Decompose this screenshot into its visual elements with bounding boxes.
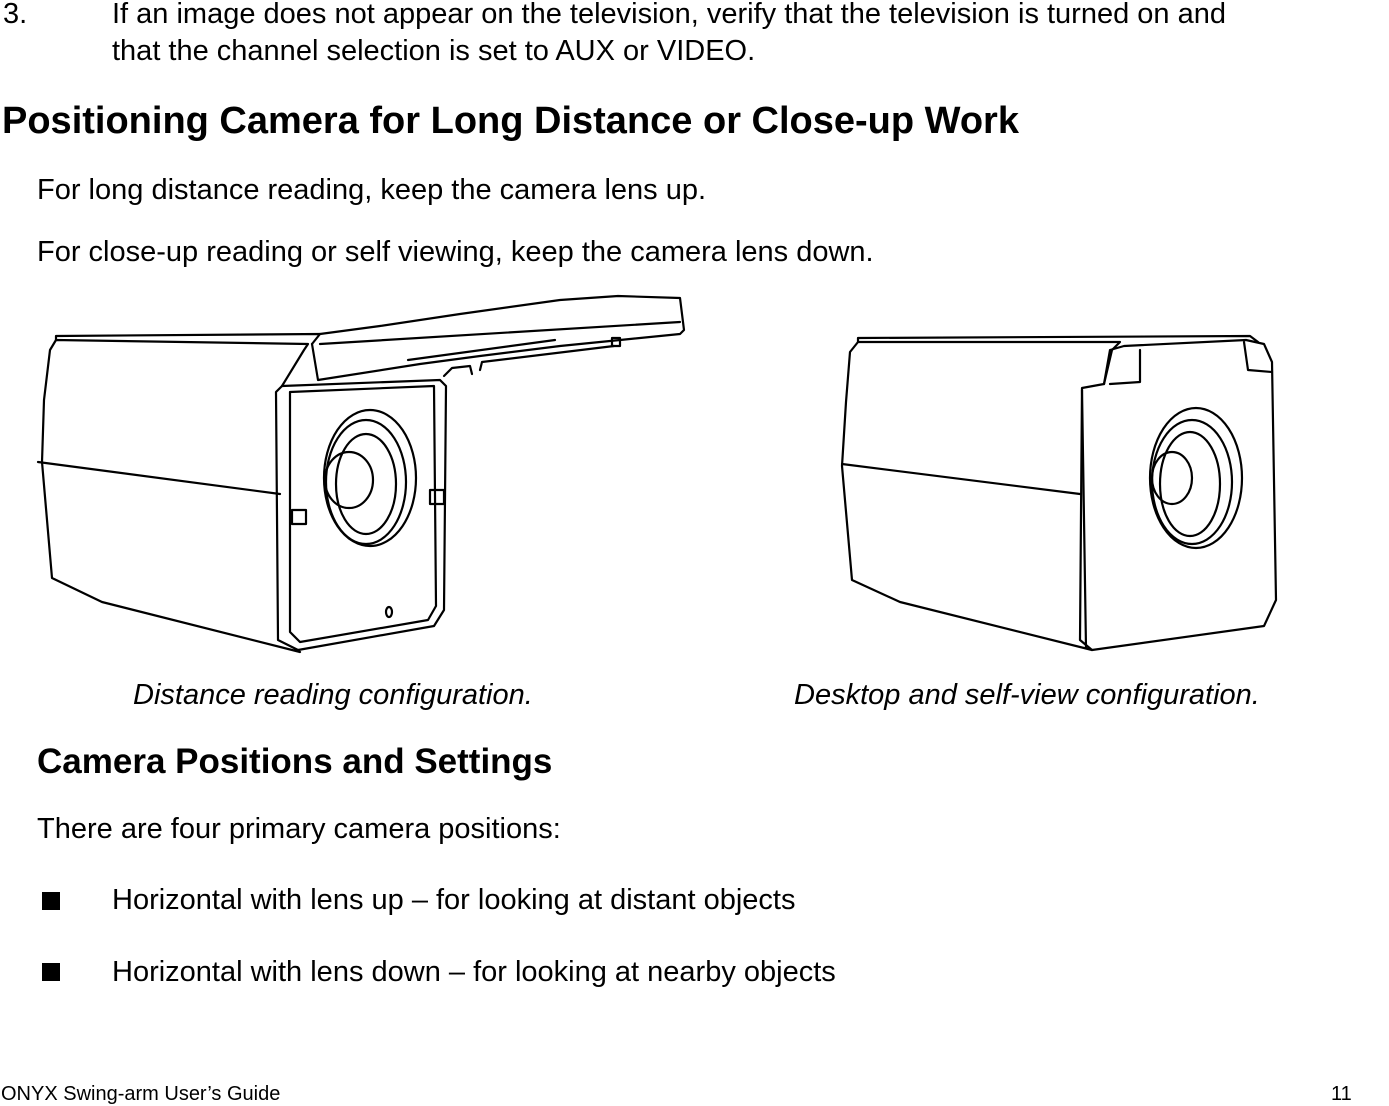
step-text-line-1: If an image does not appear on the telev… (112, 0, 1226, 30)
bullet-square-icon (42, 963, 60, 981)
step-text-line-2: that the channel selection is set to AUX… (112, 35, 756, 67)
section-heading-camera-positions: Camera Positions and Settings (37, 742, 553, 781)
caption-desktop-self-view: Desktop and self-view configuration. (794, 679, 1260, 711)
paragraph-close-up: For close-up reading or self viewing, ke… (37, 236, 874, 268)
section-heading-positioning: Positioning Camera for Long Distance or … (2, 100, 1019, 142)
paragraph-four-positions: There are four primary camera positions: (37, 813, 561, 845)
paragraph-long-distance: For long distance reading, keep the came… (37, 174, 707, 206)
footer-guide-title: ONYX Swing-arm User’s Guide (1, 1083, 281, 1105)
list-item-lens-up: Horizontal with lens up – for looking at… (112, 884, 796, 916)
footer-page-number: 11 (1331, 1083, 1352, 1105)
caption-distance-reading: Distance reading configuration. (133, 679, 533, 711)
step-number: 3. (3, 0, 28, 30)
list-item-lens-down: Horizontal with lens down – for looking … (112, 956, 836, 988)
bullet-square-icon (42, 892, 60, 910)
